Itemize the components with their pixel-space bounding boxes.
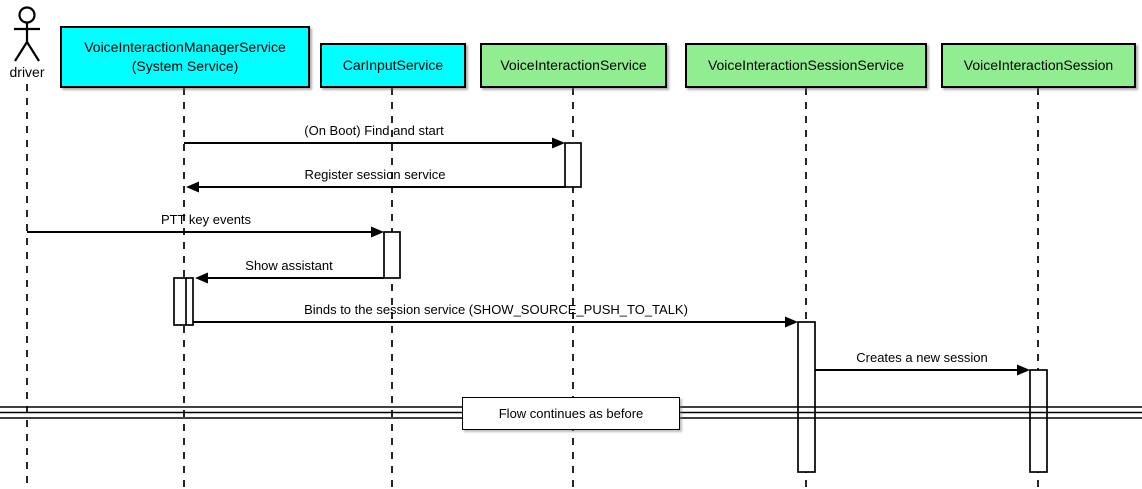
message-label-on-boot-find-and-start: (On Boot) Find and start: [304, 123, 444, 138]
activation-bar-voice-interaction-service: [564, 142, 582, 188]
actor-icon: [14, 6, 40, 62]
arrowhead-right-icon: [1017, 364, 1030, 376]
activation-bar-voice-interaction-session: [1029, 369, 1048, 473]
message-label-creates-a-new-session: Creates a new session: [856, 350, 988, 365]
arrowhead-right-icon: [371, 226, 384, 238]
message-label-show-assistant: Show assistant: [245, 258, 333, 273]
arrowhead-left-icon: [186, 181, 199, 193]
participant-box-voice-interaction-session: VoiceInteractionSession: [941, 43, 1136, 88]
divider-note-box: Flow continues as before: [462, 397, 680, 430]
arrowhead-left-icon: [195, 272, 208, 284]
activation-bar-voice-interaction-manager-service: [173, 277, 194, 326]
arrowhead-right-icon: [785, 316, 798, 328]
participant-box-voice-interaction-service: VoiceInteractionService: [480, 43, 667, 88]
activation-bar-voice-interaction-session-service: [797, 321, 816, 473]
message-label-ptt-key-events: PTT key events: [160, 212, 252, 227]
actor-label-driver: driver: [9, 64, 45, 80]
activation-bar-car-input-service: [383, 231, 401, 279]
participant-box-voice-interaction-session-service: VoiceInteractionSessionService: [685, 43, 927, 88]
arrowhead-right-icon: [552, 137, 565, 149]
message-label-register-session-service: Register session service: [304, 167, 446, 182]
message-label-binds-to-session-service: Binds to the session service (SHOW_SOURC…: [304, 302, 688, 317]
participant-box-car-input-service: CarInputService: [320, 43, 466, 88]
participant-box-voice-interaction-manager-service: VoiceInteractionManagerService (System S…: [60, 26, 310, 88]
